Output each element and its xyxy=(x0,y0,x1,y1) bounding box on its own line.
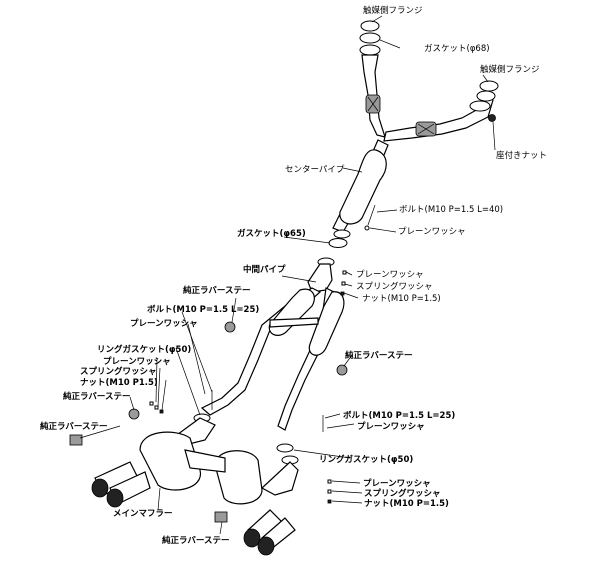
label-ring-gasket-50-right: リングガスケット(φ50) xyxy=(319,454,413,465)
bolt-m10-40 xyxy=(367,204,376,226)
label-plain-washer-1: プレーンワッシャ xyxy=(398,227,466,237)
oem-rubber-stay-1-part xyxy=(224,321,236,333)
label-gasket-65: ガスケット(φ65) xyxy=(237,228,306,239)
label-bolt-m10-25-right: ボルト(M10 P=1.5 L=25) xyxy=(343,410,455,421)
oem-rubber-stay-bottom-part xyxy=(214,511,228,523)
catalyst-flange-right xyxy=(479,80,499,92)
gasket-68-right xyxy=(476,90,496,102)
label-plain-washer-2: プレーンワッシャ xyxy=(356,270,424,280)
label-oem-rubber-stay-right: 純正ラバーステー xyxy=(345,350,413,361)
label-spring-washer-3: スプリングワッシャ xyxy=(364,488,441,499)
catalyst-flange-top xyxy=(360,20,380,32)
label-nut-m10-right: ナット(M10 P=1.5) xyxy=(364,499,449,509)
label-seated-nut: 座付きナット xyxy=(496,150,547,161)
ring-gasket-50-right xyxy=(276,443,294,453)
label-nut-m10-left: ナット(M10 P1.5) xyxy=(80,378,158,388)
plain-washer-2-mark xyxy=(342,270,347,275)
leader-lines xyxy=(79,15,496,535)
label-plain-washer-3: プレーンワッシャ xyxy=(130,318,198,329)
label-oem-rubber-stay-2: 純正ラバーステー xyxy=(63,391,131,402)
left-joint-hardware xyxy=(149,390,213,423)
center-resonator xyxy=(339,149,387,225)
muffler-can-left xyxy=(139,431,201,491)
mid-pipe xyxy=(200,257,347,431)
gasket-65 xyxy=(328,238,348,248)
rubber-stays xyxy=(69,321,348,523)
oem-rubber-stay-2-part xyxy=(128,408,140,420)
flange-top-2 xyxy=(359,44,381,56)
label-bolt-m10-25-left: ボルト(M10 P=1.5 L=25) xyxy=(147,304,259,315)
center-pipe xyxy=(328,139,389,248)
label-catalyst-flange-top: 触媒側フランジ xyxy=(363,5,423,16)
label-nut-m10-1: ナット(M10 P=1.5) xyxy=(362,294,441,304)
tail-tip-right-1 xyxy=(243,528,261,548)
label-plain-washer-5: プレーンワッシャ xyxy=(357,421,425,432)
label-center-pipe: センターパイプ xyxy=(285,165,345,175)
gasket-68-top xyxy=(359,32,381,44)
label-main-muffler: メインマフラー xyxy=(113,509,173,519)
seated-nut xyxy=(488,114,496,122)
label-plain-washer-4: プレーンワッシャ xyxy=(103,356,171,367)
tail-tip-left-2 xyxy=(106,488,124,508)
muffler-can-right xyxy=(214,450,263,505)
right-joint-hardware xyxy=(276,415,332,504)
spring-washer-1-mark xyxy=(341,281,346,286)
label-ring-gasket-50-left: リングガスケット(φ50) xyxy=(97,344,191,355)
label-oem-rubber-stay-3: 純正ラバーステー xyxy=(40,421,108,432)
label-catalyst-flange-right: 触媒側フランジ xyxy=(480,64,540,75)
nut-m10-1-mark xyxy=(340,291,345,296)
label-gasket-68: ガスケット(φ68) xyxy=(424,43,490,54)
label-plain-washer-6: プレーンワッシャ xyxy=(363,478,431,489)
label-oem-rubber-stay-bottom: 純正ラバーステー xyxy=(162,535,230,546)
main-muffler xyxy=(91,417,299,556)
label-mid-pipe: 中間パイプ xyxy=(243,264,286,275)
plain-washer-1-mark xyxy=(364,225,370,231)
label-spring-washer-1: スプリングワッシャ xyxy=(356,281,433,292)
label-spring-washer-2: スプリングワッシャ xyxy=(80,366,157,377)
front-y-pipe xyxy=(359,20,499,142)
label-bolt-m10-40: ボルト(M10 P=1.5 L=40) xyxy=(399,205,503,215)
flange-right-2 xyxy=(469,100,491,112)
tail-tip-left-1 xyxy=(91,478,109,498)
label-oem-rubber-stay-1: 純正ラバーステー xyxy=(183,285,251,296)
oem-rubber-stay-3-part xyxy=(69,434,83,446)
labels: 触媒側フランジ ガスケット(φ68) 触媒側フランジ 座付きナット センターパイ… xyxy=(40,5,547,546)
oem-rubber-stay-right-part xyxy=(336,364,348,376)
tail-tip-right-2 xyxy=(257,536,275,556)
mid-resonator-left xyxy=(268,288,315,336)
